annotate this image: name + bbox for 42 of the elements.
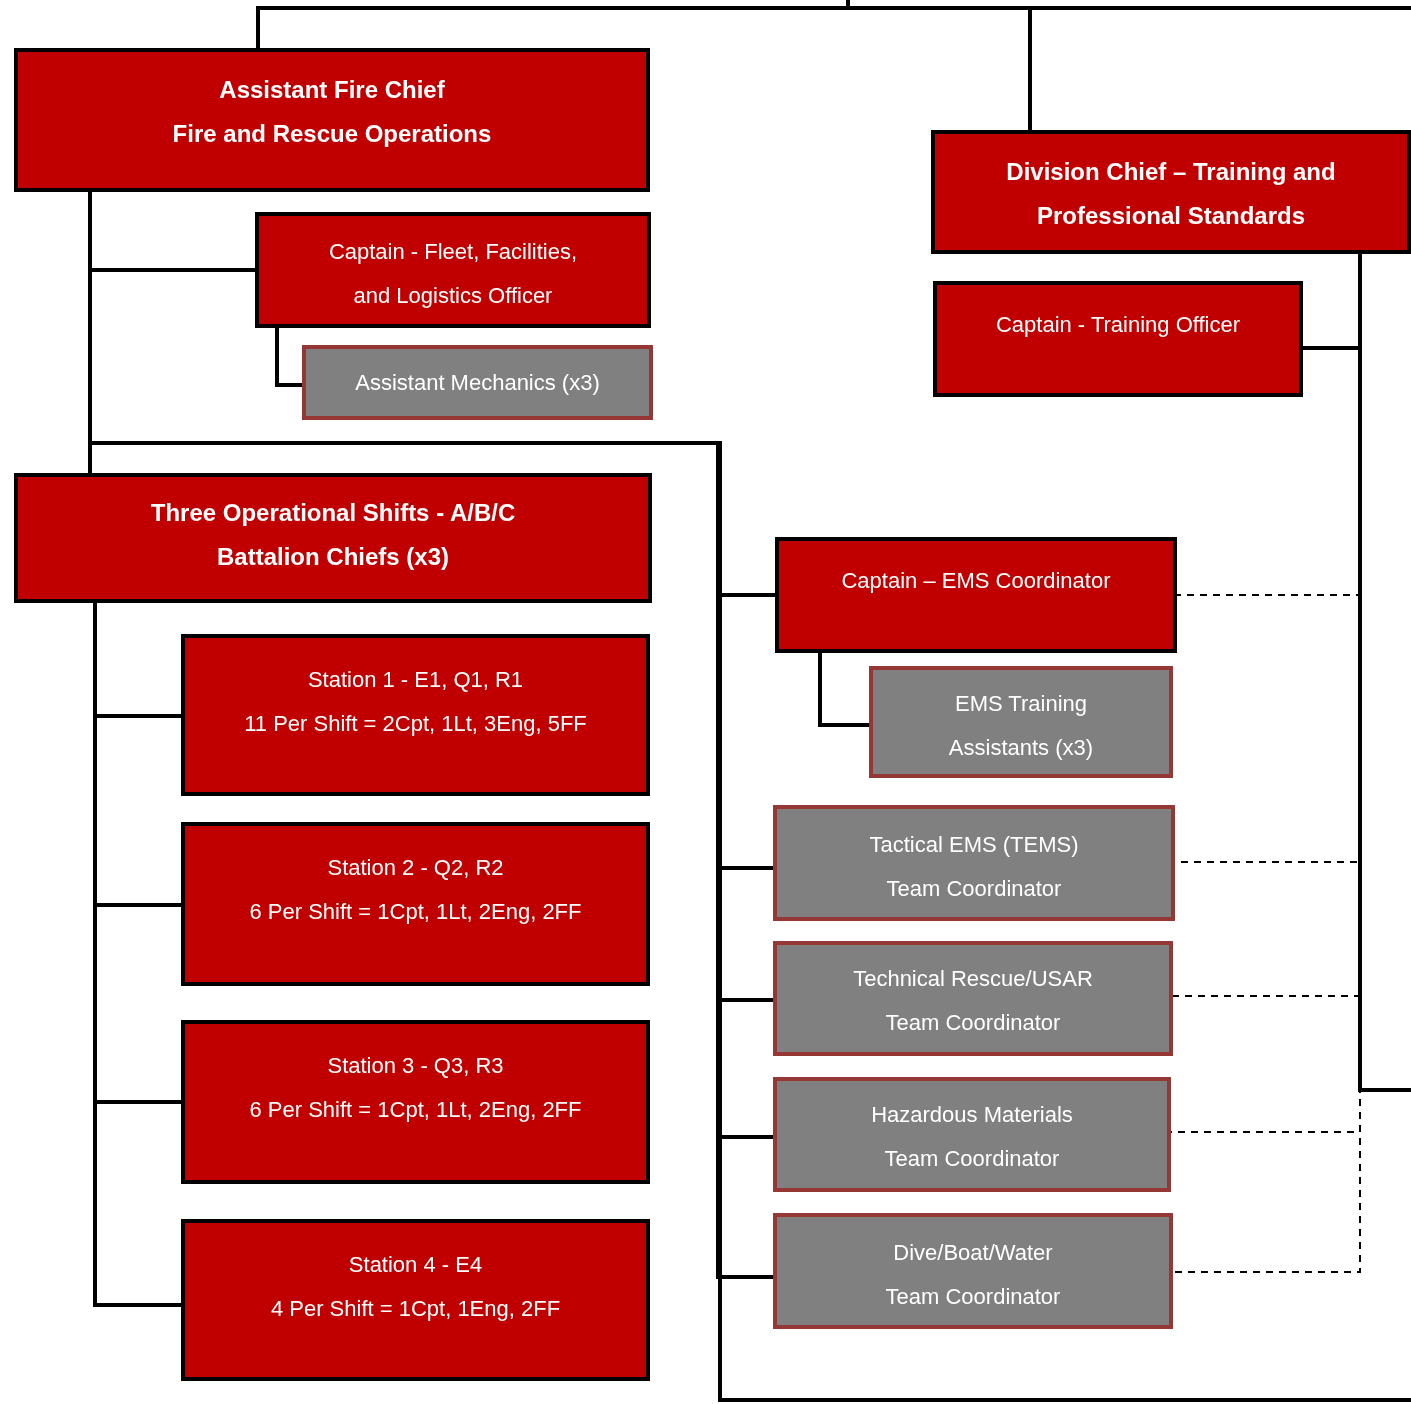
staff-box	[773, 941, 1173, 1056]
position-title: 6 Per Shift = 1Cpt, 1Lt, 2Eng, 2FF	[249, 1096, 582, 1124]
position-box	[255, 212, 651, 328]
connector-line	[818, 653, 869, 727]
staff-box	[869, 666, 1173, 778]
position-box	[931, 130, 1411, 254]
position-title: Tactical EMS (TEMS) Team Coordinator	[868, 831, 1080, 903]
position-title: Hazardous Materials Team Coordinator	[870, 1101, 1074, 1173]
staff-box	[773, 805, 1175, 921]
position-box	[181, 1219, 650, 1381]
position-title: Assistant Fire Chief	[219, 75, 445, 105]
position-box	[181, 1020, 650, 1184]
position-box	[181, 822, 650, 986]
position-box	[933, 281, 1303, 397]
position-title: Fire and Rescue Operations	[172, 119, 492, 149]
position-title: Battalion Chiefs (x3)	[217, 542, 449, 572]
staff-box	[302, 345, 653, 420]
position-title: Dive/Boat/Water Team Coordinator	[884, 1239, 1062, 1311]
position-title: Station 1 - E1, Q1, R1	[307, 666, 524, 694]
position-box	[181, 634, 650, 796]
position-title: Captain - Fleet, Facilities, and Logistics Officer	[327, 238, 579, 310]
position-title: Captain – EMS Coordinator	[841, 567, 1111, 595]
position-title: Station 4 - E4	[348, 1251, 483, 1279]
position-title: 11 Per Shift = 2Cpt, 1Lt, 3Eng, 5FF	[244, 710, 587, 738]
position-box	[14, 473, 652, 603]
position-title: Station 2 - Q2, R2	[327, 854, 504, 882]
connector-line	[275, 328, 302, 387]
staff-box	[773, 1213, 1173, 1329]
connector-line	[846, 0, 1032, 130]
staff-box	[773, 1077, 1171, 1192]
connector-line	[256, 6, 1411, 48]
position-title: Three Operational Shifts - A/B/C	[150, 498, 516, 528]
position-title: Division Chief – Training and Professional Standards	[1005, 157, 1337, 231]
position-box	[775, 537, 1177, 653]
position-title: 4 Per Shift = 1Cpt, 1Eng, 2FF	[270, 1295, 561, 1323]
position-box	[14, 48, 650, 192]
position-title: Assistant Mechanics (x3)	[355, 369, 600, 397]
position-title: Station 3 - Q3, R3	[327, 1052, 504, 1080]
position-title: Captain - Training Officer	[995, 311, 1241, 339]
position-title: EMS Training Assistants (x3)	[947, 690, 1095, 762]
position-title: 6 Per Shift = 1Cpt, 1Lt, 2Eng, 2FF	[249, 898, 582, 926]
position-title: Technical Rescue/USAR Team Coordinator	[852, 965, 1094, 1037]
